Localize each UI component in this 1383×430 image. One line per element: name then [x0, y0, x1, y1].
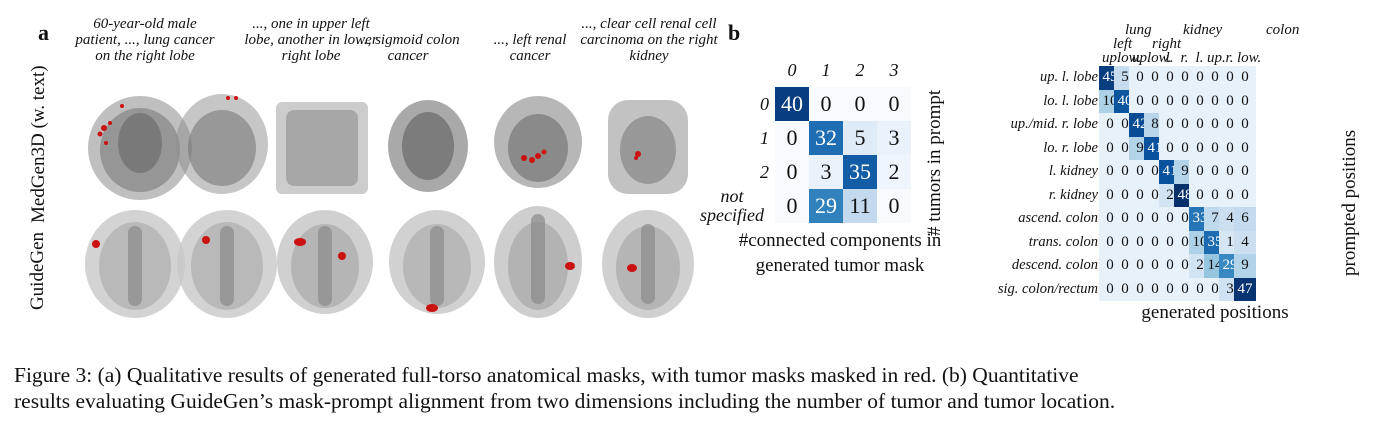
matrix1-cell: 35 — [843, 155, 877, 189]
matrix2-cell: 0 — [1234, 66, 1256, 90]
matrix1-cell: 0 — [775, 155, 809, 189]
matrix2-col-label: low. — [1237, 50, 1262, 66]
matrix1-cell: 29 — [809, 189, 843, 223]
matrix2-row-label: l. kidney — [1048, 163, 1098, 179]
prompt-4: ..., left renal cancer — [493, 32, 567, 64]
matrix1-cell: 0 — [877, 189, 911, 223]
matrix2-col-label: low. — [1147, 50, 1172, 66]
matrix2-cell: 6 — [1234, 207, 1256, 231]
matrix2-col-label: l. — [1195, 50, 1204, 66]
guidegen-render-3 — [277, 210, 373, 314]
matrix1-row-label: 1 — [760, 128, 769, 148]
matrix2-cell: 4 — [1234, 230, 1256, 254]
matrix2-col-label: up. — [1132, 50, 1151, 66]
matrix2-row-label: up. l. lobe — [1040, 69, 1098, 85]
matrix1-row-label: not specified — [700, 186, 764, 225]
matrix1-cell: 0 — [775, 189, 809, 223]
matrix2-row-label: trans. colon — [1028, 233, 1098, 250]
caption-line-2: results evaluating GuideGen’s mask-promp… — [14, 389, 1116, 413]
matrix2-cell: 9 — [1234, 254, 1256, 278]
matrix1-cell: 40 — [775, 87, 809, 121]
guidegen-render-1 — [85, 210, 185, 318]
matrix1-cell: 2 — [877, 155, 911, 189]
matrix1-cell: 32 — [809, 121, 843, 155]
medgen3d-render-6 — [608, 100, 688, 194]
guidegen-render-4 — [389, 210, 485, 314]
matrix2-col-label: up. — [1207, 50, 1226, 66]
guidegen-render-5 — [494, 206, 582, 318]
matrix1-col-label: 3 — [889, 60, 899, 80]
matrix2-ylabel: prompted positions — [1339, 129, 1360, 276]
matrix2-xlabel: generated positions — [1141, 302, 1289, 323]
row-label-medgen3d: MedGen3D (w. text) — [28, 65, 49, 223]
matrix2-group-label: colon — [1266, 22, 1300, 38]
matrix2-sub-label: right — [1152, 36, 1182, 52]
row-label-guidegen: GuideGen — [27, 231, 48, 311]
matrix2-group-label: lung — [1125, 22, 1152, 38]
medgen3d-render-5 — [494, 96, 582, 188]
matrix2-row-label: ascend. colon — [1018, 210, 1098, 226]
panel-b-label: b — [728, 20, 741, 45]
matrix2-row-label: lo. r. lobe — [1043, 139, 1098, 156]
guidegen-render-6 — [602, 210, 694, 318]
matrix1-cell: 0 — [809, 87, 843, 121]
matrix2-col-label: low. — [1117, 50, 1142, 66]
medgen3d-render-2 — [176, 94, 268, 194]
prompt-2: ..., one in upper left lobe, another in … — [244, 16, 378, 64]
figure-caption: Figure 3: (a) Qualitative results of gen… — [14, 362, 1376, 414]
medgen3d-render-3 — [276, 102, 368, 194]
panel-a-label: a — [38, 20, 49, 45]
matrix2-sub-label: left — [1113, 36, 1133, 52]
matrix1-cell: 0 — [877, 87, 911, 121]
matrix1-cell: 11 — [843, 189, 877, 223]
matrix2-col-label: l. — [1165, 50, 1174, 66]
matrix1-col-label: 2 — [855, 60, 865, 80]
matrix1-cell: 0 — [775, 121, 809, 155]
matrix2-cell: 0 — [1234, 113, 1256, 137]
matrix2-col-label: r. — [1180, 50, 1189, 66]
prompt-1: 60-year-old male patient, ..., lung canc… — [75, 16, 215, 64]
prompt-3: ..., sigmoid colon cancer — [356, 32, 460, 64]
matrix2-cell: 0 — [1234, 89, 1256, 113]
matrix2-row-label: descend. colon — [1011, 257, 1098, 273]
matrix2-cell: 0 — [1234, 160, 1256, 184]
matrix2-group-label: kidney — [1183, 22, 1223, 38]
matrix2-row-label: lo. l. lobe — [1043, 92, 1098, 109]
matrix2-row-label: r. kidney — [1048, 186, 1098, 203]
matrix1-cell: 3 — [809, 155, 843, 189]
medgen3d-render-4 — [388, 100, 468, 192]
matrix1-xlabel: #connected components in generated tumor… — [738, 230, 942, 276]
matrix2-col-label: r. — [1225, 50, 1234, 66]
matrix1-row-label: 2 — [760, 162, 769, 182]
matrix2-cell: 0 — [1234, 136, 1256, 160]
guidegen-render-2 — [177, 210, 277, 318]
caption-line-1: Figure 3: (a) Qualitative results of gen… — [14, 363, 1079, 387]
matrix2-cell: 0 — [1234, 183, 1256, 207]
matrix1-cell: 3 — [877, 121, 911, 155]
matrix2-row-label: sig. colon/rectum — [997, 280, 1098, 297]
matrix1-col-label: 0 — [787, 60, 797, 80]
matrix2-row-label: up./mid. r. lobe — [1010, 116, 1098, 132]
matrix1-col-label: 1 — [821, 60, 831, 80]
matrix2-col-label: up. — [1102, 50, 1121, 66]
prompt-5: ..., clear cell renal cell carcinoma on … — [580, 16, 718, 64]
medgen3d-render-1 — [88, 96, 192, 200]
matrix1-cell: 0 — [843, 87, 877, 121]
matrix1-cell: 5 — [843, 121, 877, 155]
matrix2-cell: 47 — [1234, 277, 1256, 301]
matrix1-row-label: 0 — [760, 94, 769, 114]
